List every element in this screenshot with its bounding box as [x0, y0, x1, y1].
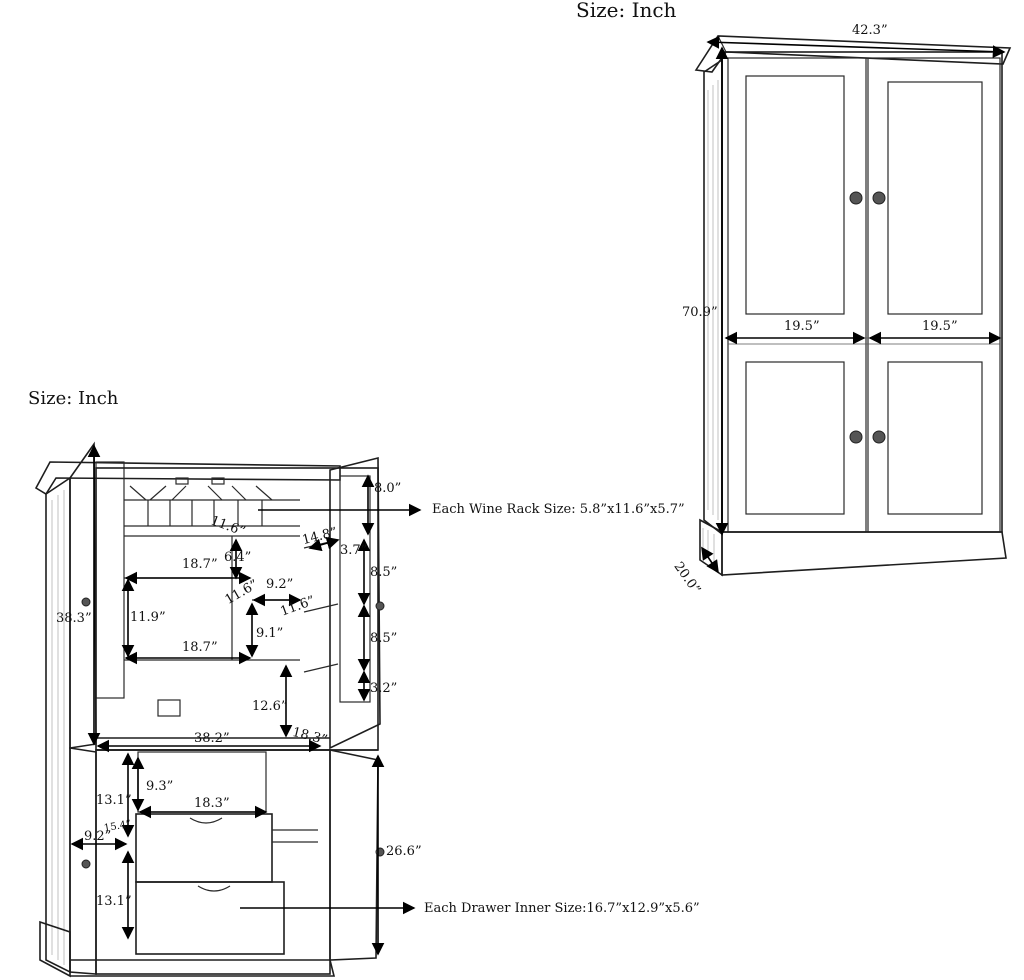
drawer-width-label: 18.3” — [194, 796, 230, 811]
knob-icon — [849, 430, 863, 444]
shelf-gap-small-label: 6.4” — [224, 550, 252, 565]
shelf-height-label: 11.9” — [130, 610, 166, 625]
wine-rack-note: Each Wine Rack Size: 5.8”x11.6”x5.7” — [432, 502, 685, 517]
rack-top-label: 8.0” — [374, 481, 402, 496]
open-height-label: 12.6” — [252, 699, 288, 714]
knob-icon — [81, 859, 91, 869]
upper-height-label: 38.3” — [56, 611, 92, 626]
door-width-left-label: 19.5” — [784, 319, 820, 334]
height-label: 70.9” — [682, 305, 718, 320]
width-dimension-arrow — [706, 35, 1006, 59]
knob-icon — [375, 601, 385, 611]
knob-icon — [81, 597, 91, 607]
closed-view-title: Size: Inch — [576, 0, 677, 22]
knob-icon — [872, 191, 886, 205]
width-label: 42.3” — [852, 23, 888, 38]
knob-icon — [872, 430, 886, 444]
drawer-gap-label: 9.3” — [146, 779, 174, 794]
door-shelf-gap-1-label: 8.5” — [370, 565, 398, 580]
door-width-right-label: 19.5” — [922, 319, 958, 334]
open-view-title: Size: Inch — [28, 388, 119, 409]
shelf-width-top-label: 18.7” — [182, 557, 218, 572]
dimension-arrows — [70, 444, 422, 956]
drawer-note: Each Drawer Inner Size:16.7”x12.9”x5.6” — [424, 901, 700, 916]
cab-width-label: 9.2” — [84, 829, 112, 844]
side-height-label: 9.1” — [256, 626, 284, 641]
cab-height-2-label: 13.1” — [96, 894, 132, 909]
door-shelf-gap-2-label: 8.5” — [370, 631, 398, 646]
door-shelf-gap-3-label: 3.2” — [370, 681, 398, 696]
counter-width-label: 38.2” — [194, 731, 230, 746]
shelf-width-bottom-label: 18.7” — [182, 640, 218, 655]
lower-height-label: 26.6” — [386, 844, 422, 859]
side-shelf-width-label: 9.2” — [266, 577, 294, 592]
knob-icon — [849, 191, 863, 205]
door-shelf-depth-label: 3.7” — [340, 543, 368, 558]
cab-height-1-label: 13.1” — [96, 793, 132, 808]
depth-dimension-arrow — [701, 546, 719, 574]
